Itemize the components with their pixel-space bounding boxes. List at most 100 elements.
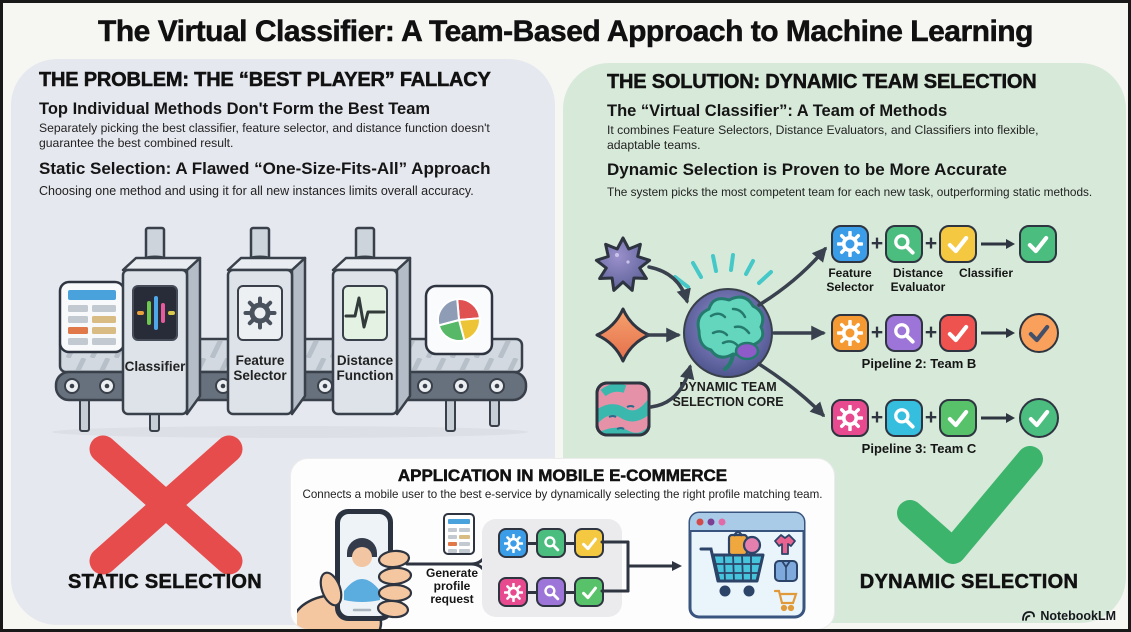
output-pie-card-icon bbox=[424, 284, 494, 356]
mini-pipeline-2 bbox=[498, 577, 604, 607]
problem-point1-title: Top Individual Methods Don't Form the Be… bbox=[39, 100, 431, 118]
application-heading: APPLICATION IN MOBILE E-COMMERCE bbox=[397, 466, 728, 486]
core-rays bbox=[673, 253, 773, 289]
mini-pipelines-box bbox=[482, 519, 622, 617]
accept-check-icon bbox=[897, 446, 1043, 564]
solution-point2-title: Dynamic Selection is Proven to be More A… bbox=[607, 160, 1007, 179]
gear-icon bbox=[837, 405, 863, 431]
solution-point1-body: It combines Feature Selectors, Distance … bbox=[607, 123, 1039, 152]
user-avatar bbox=[344, 538, 380, 602]
pipeline2-caption: Pipeline 2: Team B bbox=[861, 356, 977, 371]
solution-point1-title: The “Virtual Classifier”: A Team of Meth… bbox=[607, 102, 948, 120]
gear-icon bbox=[837, 231, 863, 257]
magnifier-tile bbox=[536, 577, 566, 607]
jacket-icon bbox=[774, 560, 798, 582]
classifier-screen-waveform bbox=[137, 296, 175, 330]
magnifier-icon bbox=[891, 405, 917, 431]
check-icon bbox=[945, 405, 971, 431]
plus-sign: + bbox=[870, 406, 884, 429]
check-tile bbox=[574, 577, 604, 607]
phone-hand-illustration bbox=[297, 509, 413, 629]
generate-request-label: Generate profile request bbox=[425, 566, 479, 606]
gear-icon bbox=[504, 534, 523, 553]
magnifier-icon bbox=[891, 231, 917, 257]
pipeline-row-2: + + bbox=[831, 313, 1059, 353]
plus-sign: + bbox=[870, 321, 884, 344]
input-data-card-icon bbox=[58, 280, 126, 354]
solution-heading: THE SOLUTION: DYNAMIC TEAM SELECTION bbox=[607, 71, 1037, 94]
core-label-line2: SELECTION CORE bbox=[672, 395, 783, 409]
machine3-label-line1: Distance bbox=[337, 353, 394, 368]
gear-tile bbox=[831, 399, 869, 437]
factory-illustration: Classifier Feature Sel bbox=[52, 226, 528, 438]
gear-tile bbox=[498, 577, 528, 607]
application-body: Connects a mobile user to the best e-ser… bbox=[302, 488, 823, 501]
watermark: NotebookLM bbox=[1021, 608, 1116, 623]
profile-form-icon bbox=[443, 513, 475, 555]
arrow-right-icon bbox=[981, 239, 1015, 249]
plus-sign: + bbox=[870, 232, 884, 255]
check-icon bbox=[945, 231, 971, 257]
magnifier-tile bbox=[885, 314, 923, 352]
pipeline1-label-classifier: Classifier bbox=[958, 266, 1014, 280]
shopping-bag-icon bbox=[727, 530, 762, 557]
plus-sign: + bbox=[924, 232, 938, 255]
pipeline3-caption: Pipeline 3: Team C bbox=[861, 441, 977, 456]
notebooklm-label: NotebookLM bbox=[1040, 608, 1116, 623]
check-tile bbox=[939, 399, 977, 437]
brain-core-icon bbox=[673, 253, 773, 378]
connector bbox=[528, 541, 536, 545]
core-label-line1: DYNAMIC TEAM bbox=[679, 380, 776, 394]
static-selection-label: STATIC SELECTION bbox=[67, 571, 263, 594]
connector bbox=[566, 541, 574, 545]
solution-diagram: DYNAMIC TEAM SELECTION CORE bbox=[594, 236, 827, 437]
mini-pipeline-1 bbox=[498, 528, 604, 558]
ecommerce-browser-illustration bbox=[688, 511, 806, 619]
check-icon bbox=[580, 534, 599, 553]
magnifier-tile bbox=[536, 528, 566, 558]
gripping-fingers bbox=[319, 549, 413, 619]
arrow-right-icon bbox=[981, 413, 1015, 423]
check-tile bbox=[574, 528, 604, 558]
machine2-label-line1: Feature bbox=[236, 353, 285, 368]
application-panel: APPLICATION IN MOBILE E-COMMERCE Connect… bbox=[290, 458, 835, 629]
problem-heading: THE PROBLEM: THE “BEST PLAYER” FALLACY bbox=[39, 69, 491, 92]
check-icon bbox=[1025, 231, 1051, 257]
gear-tile bbox=[831, 314, 869, 352]
machine-feature-selector: Feature Selector bbox=[226, 226, 307, 416]
pipeline-row-3: + + bbox=[831, 398, 1059, 438]
machine1-label: Classifier bbox=[125, 359, 187, 374]
check-tile bbox=[939, 314, 977, 352]
gear-icon bbox=[837, 320, 863, 346]
magnifier-tile bbox=[885, 399, 923, 437]
classifier-tile bbox=[939, 225, 977, 263]
input-shape-spiky bbox=[594, 236, 652, 292]
connector bbox=[528, 590, 536, 594]
machine-classifier: Classifier bbox=[121, 226, 202, 416]
machine3-label-line2: Function bbox=[337, 368, 394, 383]
input-shape-diamond bbox=[595, 307, 651, 363]
input-shape-textured bbox=[595, 381, 651, 437]
machine2-label-line2: Selector bbox=[233, 368, 287, 383]
solution-point2-body: The system picks the most competent team… bbox=[607, 185, 1093, 199]
machine-distance-function: Distance Function bbox=[331, 226, 412, 416]
flow-arrows bbox=[645, 246, 827, 418]
screen-pulse-icon bbox=[344, 296, 386, 329]
plus-sign: + bbox=[924, 321, 938, 344]
page-title: The Virtual Classifier: A Team-Based App… bbox=[98, 15, 1034, 49]
belt-rollers bbox=[64, 378, 505, 394]
team-b-result-tile bbox=[1019, 313, 1059, 353]
connector bbox=[566, 590, 574, 594]
screen-gear-icon bbox=[243, 296, 277, 330]
gear-icon bbox=[504, 583, 523, 602]
tshirt-icon bbox=[774, 534, 796, 555]
magnifier-icon bbox=[891, 320, 917, 346]
check-icon bbox=[580, 583, 599, 602]
notebooklm-logo-icon bbox=[1022, 611, 1036, 621]
floor-shadow bbox=[52, 426, 528, 438]
team-a-result-tile bbox=[1019, 225, 1057, 263]
reject-x-icon bbox=[89, 435, 243, 575]
